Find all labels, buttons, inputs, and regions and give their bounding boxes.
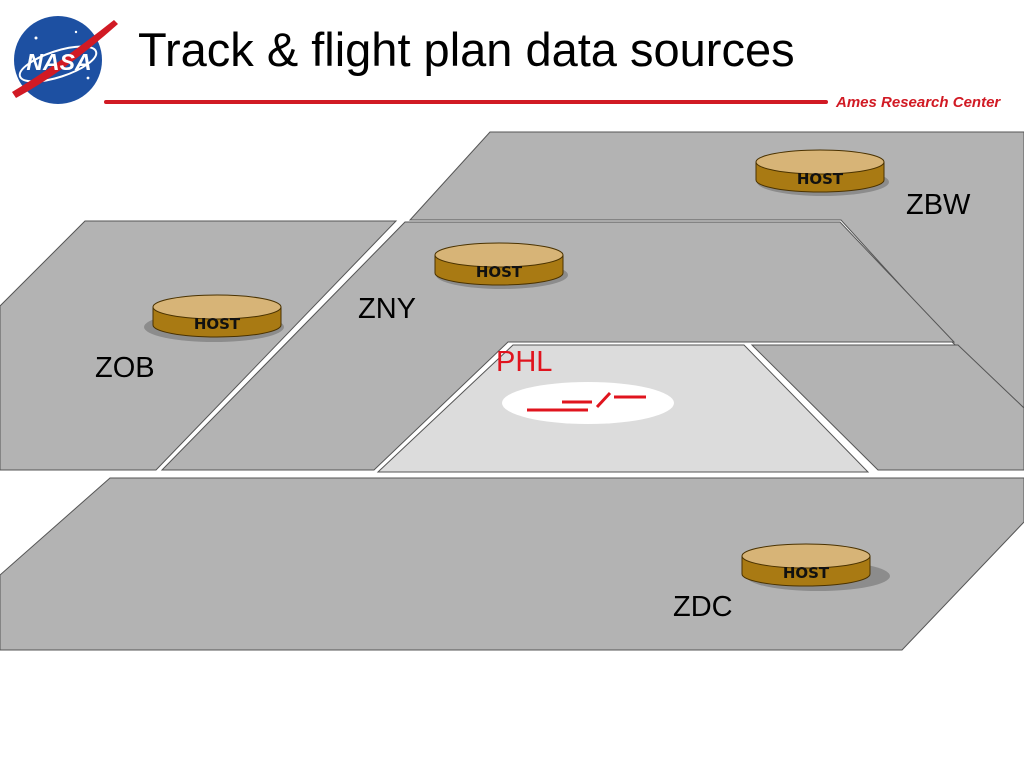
center-label-zdc: ZDC <box>673 591 733 623</box>
region-zdc <box>0 477 1024 651</box>
phl-airport <box>502 382 674 424</box>
center-label-zny: ZNY <box>358 293 416 325</box>
host-zdc: HOST <box>741 543 890 591</box>
host-label: HOST <box>194 315 241 333</box>
host-zny: HOST <box>434 242 568 289</box>
host-zbw: HOST <box>755 149 889 196</box>
title-underline <box>104 100 828 104</box>
airport-label-phl: PHL <box>496 346 553 378</box>
center-label-zbw: ZBW <box>906 189 971 221</box>
host-zob: HOST <box>144 294 284 342</box>
region-east <box>750 344 1024 471</box>
region-zny <box>160 221 956 471</box>
center-name: Ames Research Center <box>836 94 1001 111</box>
svg-text:NASA: NASA <box>26 49 91 75</box>
nasa-logo: NASA <box>12 16 118 104</box>
region-zob <box>0 220 398 471</box>
host-label: HOST <box>783 564 830 582</box>
host-label: HOST <box>476 263 523 281</box>
host-label: HOST <box>797 170 844 188</box>
runway-icon <box>527 391 646 412</box>
page-title: Track & flight plan data sources <box>138 23 795 76</box>
center-label-zob: ZOB <box>95 352 155 384</box>
airspace-regions <box>0 131 1024 651</box>
